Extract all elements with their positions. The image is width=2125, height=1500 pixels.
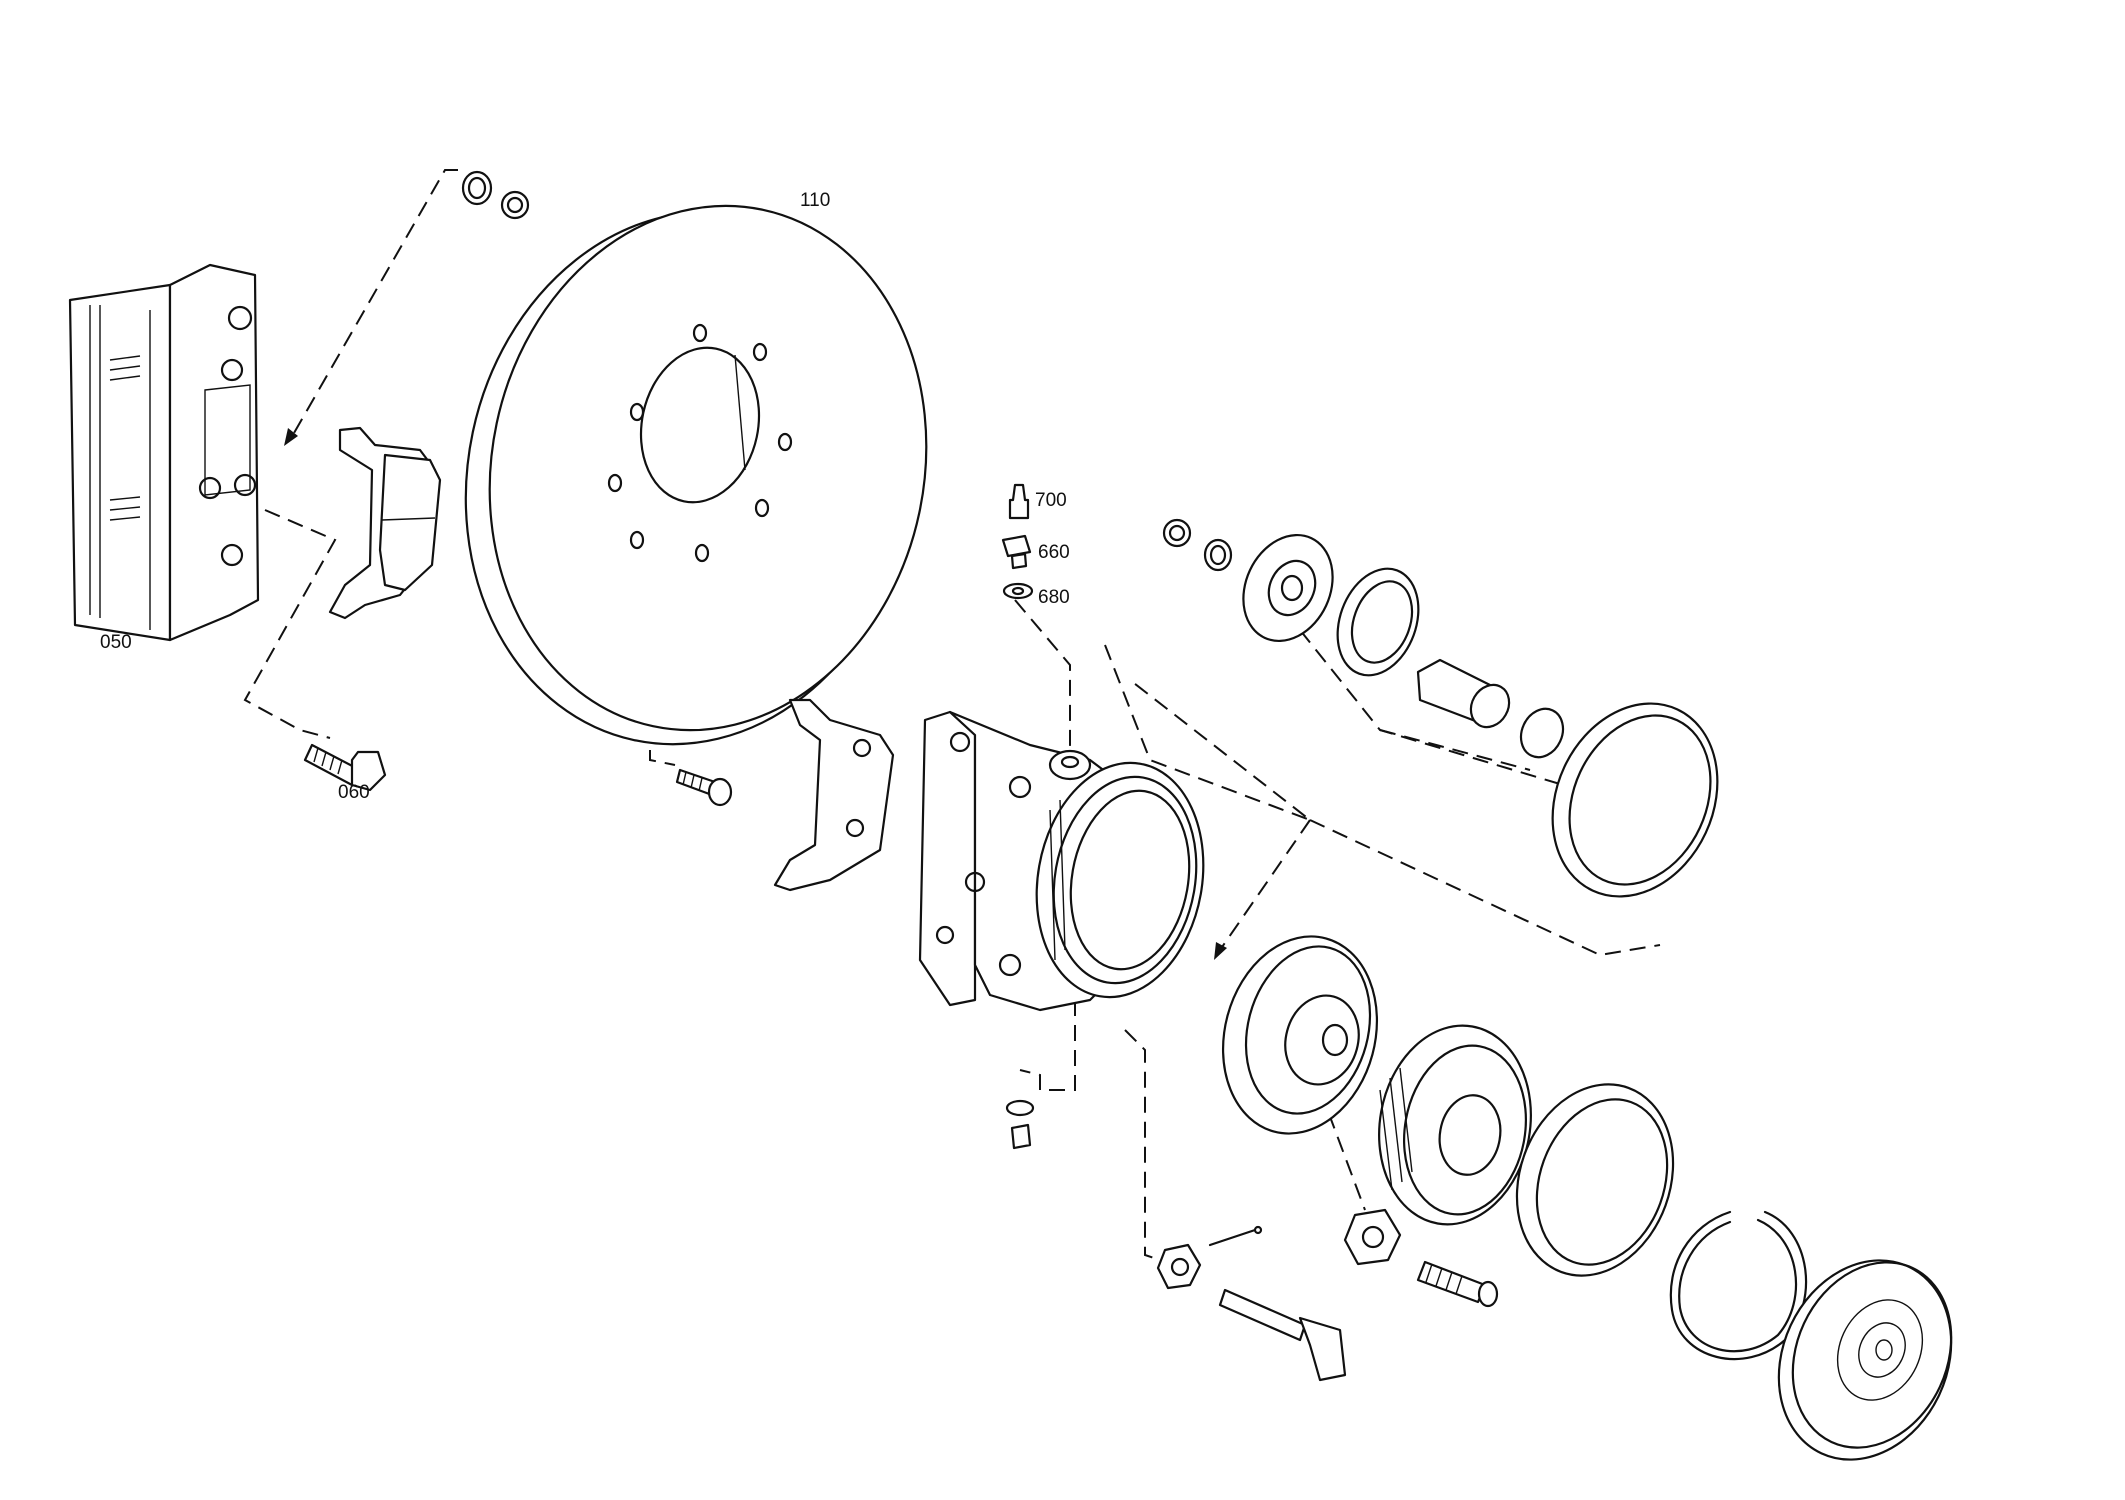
brake-pad-right — [773, 698, 895, 892]
label-660: 660 — [1038, 542, 1070, 563]
cylinder-ring — [1515, 1083, 1675, 1277]
piston-small — [1416, 658, 1511, 729]
snap-ring — [1669, 1210, 1808, 1361]
leader-lines — [243, 169, 1661, 1261]
o-ring — [1519, 707, 1565, 759]
label-110: 110 — [800, 190, 830, 211]
label-680: 680 — [1038, 587, 1070, 608]
disc-screw — [675, 768, 733, 807]
label-700: 700 — [1035, 490, 1067, 511]
bleed-screw-660 — [1001, 534, 1032, 570]
set-screw — [1416, 1260, 1499, 1308]
seal-ring — [1336, 567, 1420, 677]
arrow-head-piston — [1214, 942, 1227, 960]
caliper-housing-050 — [68, 263, 260, 642]
bleed-nipple-700 — [1008, 483, 1030, 520]
bolt-060 — [303, 743, 387, 792]
label-050: 050 — [100, 632, 132, 653]
brake-disc-110 — [464, 204, 928, 746]
label-060: 060 — [338, 782, 370, 803]
disc-bolt-holes — [607, 323, 793, 563]
seal-plate — [1242, 533, 1334, 643]
small-bearings-top — [461, 170, 530, 220]
arrow-head-pads — [284, 428, 298, 446]
threaded-adjuster — [1378, 1024, 1532, 1226]
caliper-bottom-screw — [1005, 1099, 1035, 1150]
end-cap — [1777, 1259, 1953, 1461]
brake-pad-left — [328, 426, 442, 620]
adjuster-nut — [1343, 1208, 1402, 1266]
large-ring — [1551, 702, 1719, 898]
washer-680 — [1002, 582, 1034, 600]
piston-cup — [1221, 935, 1379, 1135]
small-rings-right — [1162, 518, 1233, 572]
nut-and-bolt — [1156, 1225, 1347, 1382]
caliper-body — [918, 710, 1205, 1012]
